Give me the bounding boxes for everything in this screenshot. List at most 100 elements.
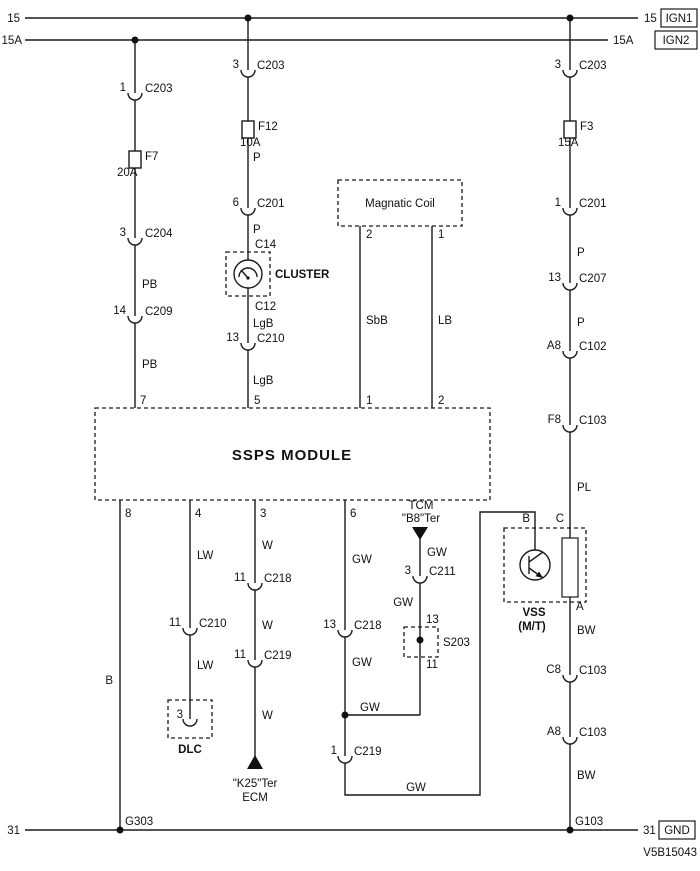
labels: 15 15 IGN1 15A 15A IGN2 31 31 GND V5B150…: [2, 13, 697, 859]
fuse-f12-icon: [241, 120, 255, 139]
cluster-title: CLUSTER: [275, 269, 330, 281]
dlc-title: DLC: [178, 744, 202, 756]
ssps-module-box: [94, 407, 491, 501]
connector-icon-c103-mid: [562, 674, 578, 683]
pin-label: 11: [426, 659, 438, 671]
connector-label-c218: C218: [354, 620, 382, 632]
ssps-module-title: SSPS MODULE: [232, 447, 352, 464]
pin-label: 11: [234, 649, 246, 661]
wire-color-label: SbB: [366, 315, 388, 327]
connector-icon-c102: [562, 350, 578, 359]
tcm-title: TCM: [409, 500, 434, 512]
pin-label: 3: [555, 59, 561, 71]
connector-icon-c209: [127, 315, 143, 324]
pin-label: 1: [331, 745, 337, 757]
gnd-tag-box: [658, 820, 696, 840]
connector-label-c12: C12: [255, 301, 276, 313]
pin-label: 6: [233, 197, 239, 209]
rail-ign1-left-label: 15: [7, 13, 20, 25]
s203-splice-dot: [416, 636, 424, 644]
ssps-pin-6: 6: [350, 508, 356, 520]
cluster-box: [225, 251, 271, 297]
connector-label-c207: C207: [579, 273, 607, 285]
tcm-terminal-icon: [412, 527, 428, 540]
connector-icon-c219-gw: [337, 755, 353, 764]
connector-label-c103: C103: [579, 415, 607, 427]
vss-element-icon: [561, 537, 579, 598]
connector-icon-c210-mid: [240, 342, 256, 351]
junction-dot: [341, 711, 349, 719]
pin-label: 3: [120, 227, 126, 239]
pin-label: A8: [547, 340, 561, 352]
wire-branch-gw: [344, 500, 536, 796]
cluster-gauge-icon: [233, 259, 263, 289]
pin-label: 13: [323, 619, 336, 631]
wire-color-label: BW: [577, 770, 596, 782]
wire-color-label: GW: [352, 554, 372, 566]
connector-label-c210: C210: [199, 618, 227, 630]
s203-splice-label: S203: [443, 637, 470, 649]
ign1-tag: IGN1: [666, 13, 693, 25]
ssps-pin-5: 5: [254, 395, 260, 407]
wire-color-label: W: [262, 540, 273, 552]
connector-icon-c201-right: [562, 207, 578, 216]
pin-label: C8: [546, 664, 561, 676]
junction-dot: [131, 36, 139, 44]
fuse-f7-label: F7: [145, 151, 158, 163]
connector-label-c219: C219: [264, 650, 292, 662]
component-boxes: [94, 179, 587, 739]
wire-color-label: LgB: [253, 318, 274, 330]
ssps-pin-1: 1: [366, 395, 372, 407]
ssps-pin-8: 8: [125, 508, 131, 520]
connector-label-c210: C210: [257, 333, 285, 345]
connector-icon-c218-ecm: [247, 582, 263, 591]
junction-dot: [244, 14, 252, 22]
wire-color-label: W: [262, 620, 273, 632]
fuse-f3-label: F3: [580, 121, 593, 133]
connector-icon-c201-mid: [240, 207, 256, 216]
ign2-tag: IGN2: [663, 35, 690, 47]
connector-icon-c103-top: [562, 424, 578, 433]
pin-label: A8: [547, 726, 561, 738]
wire-color-label: GW: [393, 597, 413, 609]
wire-color-label: LW: [197, 550, 214, 562]
pin-label: 1: [120, 82, 126, 94]
dlc-box: [167, 699, 213, 739]
rail-gnd-right-label: 31: [643, 825, 656, 837]
fuse-f7-icon: [128, 150, 142, 169]
vss-terminal-a: A: [576, 601, 584, 613]
connector-label-c211: C211: [429, 566, 456, 578]
connector-label-c203: C203: [579, 60, 607, 72]
connector-label-c203: C203: [257, 60, 285, 72]
wire-color-label: PL: [577, 482, 592, 494]
wire-color-label: LgB: [253, 375, 274, 387]
wire-color-label: P: [577, 317, 585, 329]
pin-label: 3: [177, 709, 183, 721]
ssps-pin-4: 4: [195, 508, 202, 520]
connector-icon-c218-gw: [337, 629, 353, 638]
connector-label-c209: C209: [145, 306, 173, 318]
ign1-tag-box: [660, 8, 698, 28]
wire-color-label: PB: [142, 279, 158, 291]
wire-color-label: GW: [406, 782, 426, 794]
wires: [25, 17, 638, 831]
tcm-terminal-label: "B8"Ter: [402, 513, 440, 525]
wire-color-label: LW: [197, 660, 214, 672]
fuse-f3-amp: 15A: [558, 137, 579, 149]
rail-ign1-right-label: 15: [644, 13, 657, 25]
vss-terminal-c: C: [556, 513, 564, 525]
ecm-terminal-label: "K25"Ter: [233, 778, 278, 790]
fuse-f12-amp: 10A: [240, 137, 261, 149]
pin-label: 13: [226, 332, 239, 344]
junction-dot: [566, 826, 574, 834]
rail-ign2-left-label: 15A: [2, 35, 23, 47]
connector-icon-c210-dlc: [182, 627, 198, 636]
vss-variant: (M/T): [518, 621, 546, 633]
pin-label: F8: [548, 414, 561, 426]
gnd-tag: GND: [664, 825, 690, 837]
connector-label-c203: C203: [145, 83, 173, 95]
ecm-title: ECM: [242, 792, 268, 804]
connector-icon-c103-bottom: [562, 736, 578, 745]
